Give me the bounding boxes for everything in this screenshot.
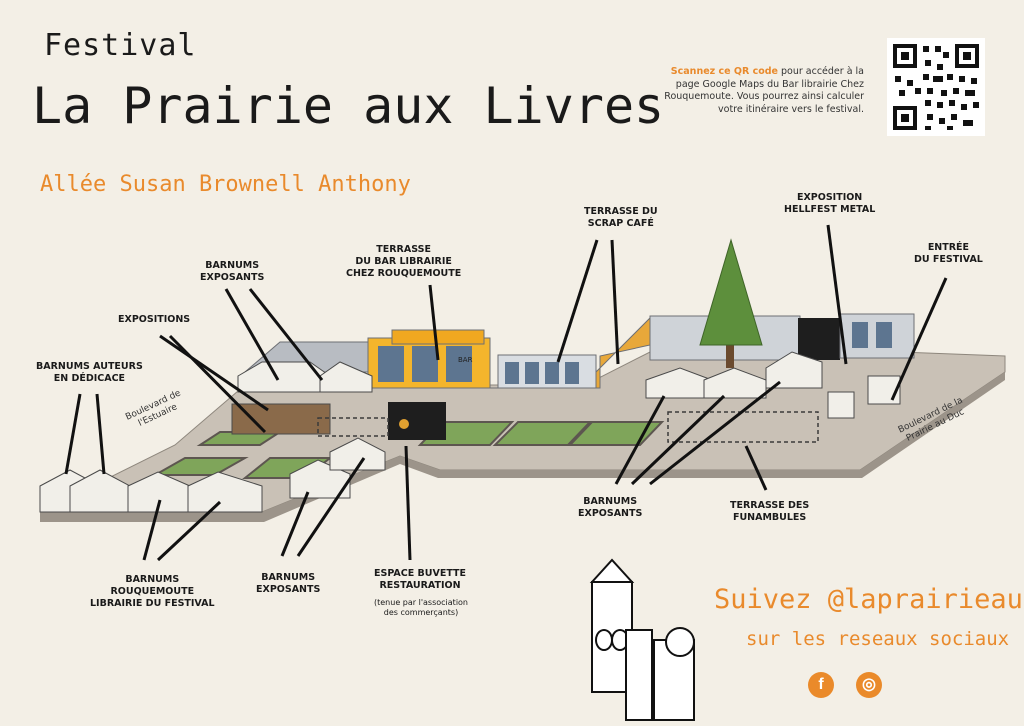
page-title: La Prairie aux Livres [32,77,665,135]
tent-exposants-bottom [329,437,386,471]
qr-highlight: Scannez ce QR code [670,66,778,77]
tent-exposants-right [765,351,823,389]
terrace-tables [317,417,389,437]
facebook-icon[interactable]: f [808,672,834,698]
expo-panels [231,403,331,435]
instagram-icon[interactable]: ◎ [856,672,882,698]
buvette-tent [388,402,446,440]
festival-label: Festival [44,28,197,63]
tree-trunk [726,340,734,368]
qr-instructions: Scannez ce QR code pour accéder à la pag… [664,66,864,116]
kiosk [827,391,855,419]
grass-planter [151,457,249,476]
tent-exposants-right [703,367,767,399]
tree-foliage [699,238,763,346]
kiosk [867,375,901,405]
tent-rouquemoute [187,471,263,513]
building-bar-tower [391,329,485,345]
qr-code-icon[interactable] [887,38,985,136]
terrace-tables [667,411,819,443]
label-expositions: EXPOSITIONS [118,314,191,325]
street-name: Allée Susan Brownell Anthony [40,172,411,197]
social-handle: Suivez @laprairieauxlivres [714,584,1024,615]
building-bar-sign: BAR [458,356,473,364]
leader-arrows [64,224,948,562]
social-subtitle: sur les reseaux sociaux ! [746,628,1024,650]
grass-planter [492,421,593,446]
pen-characters-illustration [589,558,695,721]
tent-exposants-top [319,361,373,393]
qr-body: pour accéder à la page Google Maps du Ba… [664,66,864,115]
